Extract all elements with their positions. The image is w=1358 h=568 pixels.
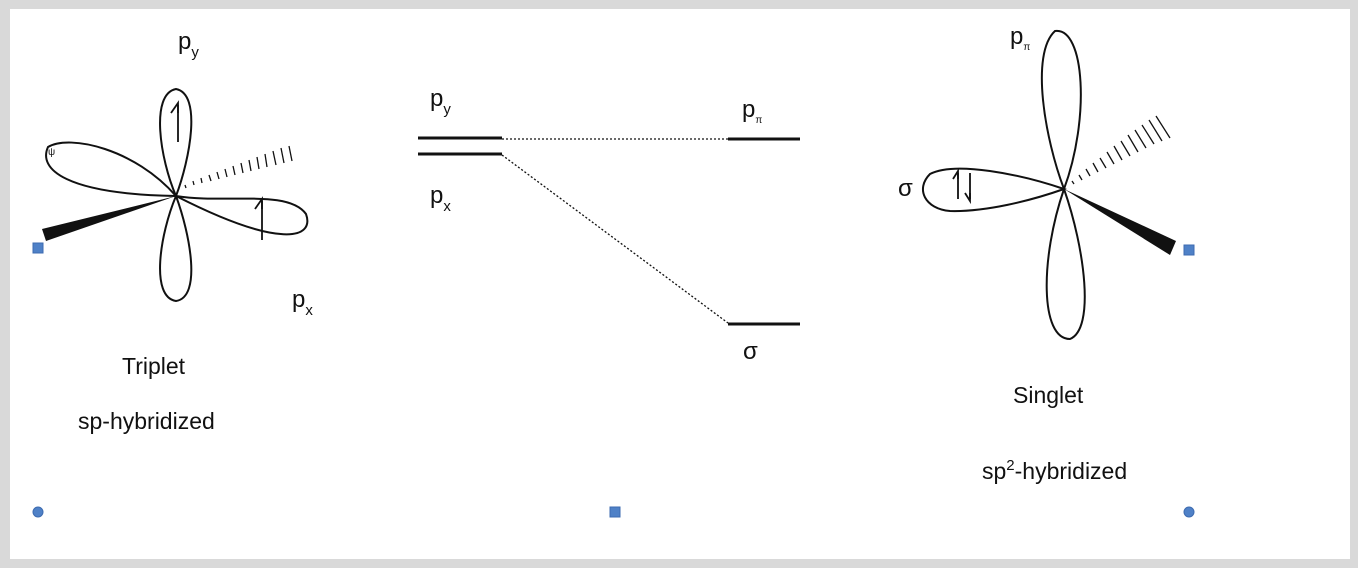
triplet-title: Triplet	[122, 353, 186, 379]
energy-level-diagram	[418, 136, 800, 326]
diagram-canvas: ψ py px Triplet sp-hybridized py px pπ σ	[10, 9, 1350, 559]
singlet-ppi-lower-lobe	[1045, 185, 1086, 341]
triplet-py-upper-lobe	[159, 87, 193, 199]
resize-handle-right-middle[interactable]	[1183, 244, 1195, 256]
triplet-electron-py	[170, 100, 179, 142]
singlet-hybridization: sp2-hybridized	[982, 457, 1127, 484]
resize-handle-bottom-left[interactable]	[32, 506, 44, 518]
level-px-label: px	[430, 182, 451, 215]
singlet-ppi-upper-lobe	[1040, 29, 1082, 192]
triplet-py-lower-lobe	[159, 193, 193, 303]
resize-handle-bottom-middle[interactable]	[609, 506, 621, 518]
singlet-wedge-bond	[1064, 189, 1176, 255]
singlet-sigma-label: σ	[898, 175, 913, 202]
carbene-orbital-diagram: ψ py px Triplet sp-hybridized py px pπ σ	[32, 23, 1195, 518]
triplet-hashed-bond	[184, 145, 293, 189]
triplet-px-label: px	[292, 286, 313, 319]
level-sigma-label: σ	[743, 338, 758, 365]
singlet-electron-pair	[952, 167, 971, 205]
singlet-structure	[921, 29, 1176, 341]
singlet-ppi-label: pπ	[1010, 23, 1030, 53]
resize-handle-left-middle[interactable]	[32, 242, 44, 254]
resize-handle-bottom-right[interactable]	[1183, 506, 1195, 518]
triplet-small-marker: ψ	[48, 147, 55, 158]
triplet-hybridization: sp-hybridized	[78, 408, 215, 434]
singlet-hashed-bond	[1071, 115, 1171, 185]
triplet-electron-px	[254, 196, 263, 240]
level-py-label: py	[430, 85, 451, 118]
triplet-wedge-bond	[42, 196, 176, 241]
triplet-px-left-lobe	[45, 141, 179, 198]
triplet-structure: ψ	[42, 87, 309, 303]
triplet-py-label: py	[178, 28, 199, 61]
level-ppi-label: pπ	[742, 96, 762, 126]
singlet-sigma-lobe	[921, 167, 1068, 213]
correlation-line-sigma	[501, 154, 729, 324]
singlet-title: Singlet	[1013, 382, 1084, 408]
triplet-px-right-lobe	[175, 195, 309, 236]
